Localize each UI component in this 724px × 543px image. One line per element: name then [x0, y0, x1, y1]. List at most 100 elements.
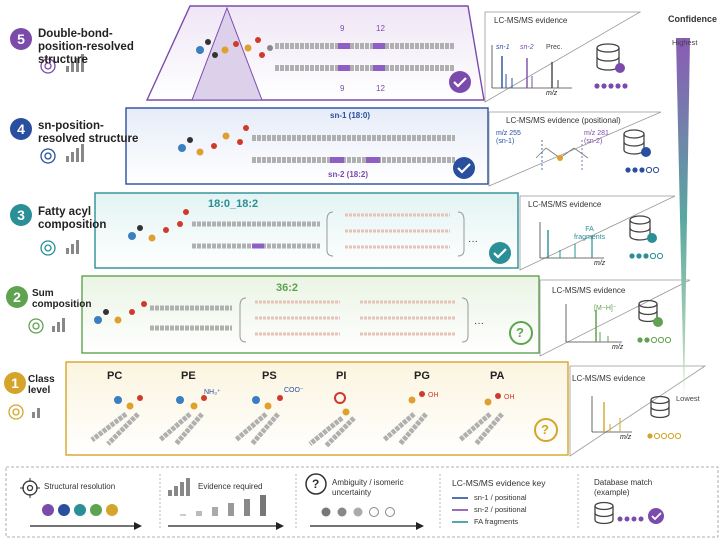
level-4-mz1: m/z 255(sn-1) — [496, 130, 521, 145]
level-2-resolution-icon — [28, 318, 44, 334]
confidence-highest: Highest — [672, 38, 698, 47]
level-1-badge: 1 — [4, 372, 26, 394]
level-4-sn1-label: sn-1 (18:0) — [330, 111, 371, 120]
pa-tag: OH — [504, 394, 515, 401]
legend-key-fa: FA fragments — [474, 517, 519, 526]
level-3-match-dots — [629, 252, 664, 260]
level-2-question-text: ? — [516, 325, 524, 340]
level-4-mz2: m/z 281(sn-2) — [584, 130, 609, 145]
level-4-title: sn-position-resolved structure — [38, 120, 139, 145]
level-4-band — [125, 107, 489, 185]
level-2-axis-label: m/z — [612, 344, 624, 351]
level-3-composition: 18:0_18:2 — [208, 198, 259, 210]
level-1-class-molecules — [90, 391, 504, 448]
legend-resolution-arrow — [30, 522, 142, 530]
pe-tag: NH₃⁺ — [204, 389, 221, 396]
level-5-evidence-bars — [66, 54, 84, 72]
level-1-evidence-title: LC-MS/MS evidence — [572, 374, 646, 383]
legend-question-text: ? — [312, 477, 320, 491]
level-4-molecule — [178, 125, 455, 163]
level-3-check-icon — [489, 242, 511, 264]
level-2-spectrum — [565, 304, 622, 343]
level-1-question-icon — [534, 418, 558, 442]
level-5-peak-sn1: sn-1 — [496, 44, 510, 51]
level-3-database-icon — [629, 215, 657, 243]
level-2-evidence-bars — [52, 318, 65, 332]
level-4-evidence-bars — [66, 144, 84, 162]
legend-crosshair-icon — [20, 478, 40, 498]
level-1-match-dots — [647, 432, 682, 440]
level-5-evidence-title: LC-MS/MS evidence — [494, 16, 568, 25]
level-2-evidence-title: LC-MS/MS evidence — [552, 286, 626, 295]
level-1-axis-label: m/z — [620, 434, 632, 441]
level-5-apex — [191, 6, 263, 101]
legend-resolution-dots — [42, 504, 118, 516]
level-4-structure-sketch — [535, 140, 589, 172]
level-4-database-icon — [623, 129, 651, 157]
class-pi: PI — [336, 370, 347, 382]
level-4-evidence-title: LC-MS/MS evidence (positional) — [506, 116, 621, 125]
legend-box — [5, 466, 719, 538]
level-3-evidence-title: LC-MS/MS evidence — [528, 200, 602, 209]
legend-database-icon — [594, 501, 614, 525]
class-pg: PG — [414, 370, 430, 382]
level-3-resolution-icon — [40, 240, 56, 256]
level-5-axis-label: m/z — [546, 90, 558, 97]
level-3-badge: 3 — [10, 204, 32, 226]
level-3-axis-label: m/z — [594, 260, 606, 267]
level-1-resolution-icon — [8, 404, 24, 420]
level-5-check-icon — [449, 71, 471, 93]
level-4-badge: 4 — [10, 118, 32, 140]
level-3-evidence-bars — [66, 240, 79, 254]
level-5-peak-prec: Prec. — [546, 44, 563, 51]
level-3-spectrum — [539, 222, 604, 259]
level-2-ion: [M−H]⁻ — [594, 305, 617, 312]
level-3-molecule — [128, 209, 465, 257]
legend-evidence-bars — [168, 478, 190, 496]
legend-database-dots — [617, 516, 644, 522]
level-2-database-icon — [638, 299, 663, 327]
level-1-evidence-bars — [32, 408, 40, 418]
level-5-db-label-top-2: 12 — [376, 24, 385, 33]
level-1-question-text: ? — [541, 422, 549, 437]
level-5-spectrum — [491, 45, 572, 89]
class-pc: PC — [107, 370, 123, 382]
confidence-wedge — [676, 38, 690, 398]
legend-structural-resolution: Structural resolution — [44, 482, 116, 491]
level-4-check-icon — [453, 157, 475, 179]
class-ps: PS — [262, 370, 277, 382]
level-5-db-label-bottom: 9 — [340, 84, 345, 93]
confidence-title: Confidence — [668, 14, 718, 24]
level-4-match-dots — [625, 166, 660, 174]
level-4-resolution-icon — [40, 148, 56, 164]
pg-tag: OH — [428, 392, 439, 399]
level-1-spectrum — [591, 396, 632, 433]
level-4-sn2-label: sn-2 (18:2) — [328, 170, 369, 179]
level-5-db-label-bottom-2: 12 — [376, 84, 385, 93]
level-5-badge: 5 — [10, 28, 32, 50]
level-3-ellipsis: ··· — [468, 236, 478, 247]
confidence-lowest: Lowest — [676, 394, 700, 403]
level-2-composition: 36:2 — [276, 282, 299, 294]
ps-tag: COO⁻ — [284, 387, 304, 394]
class-pa: PA — [490, 370, 505, 382]
level-2-molecule — [94, 297, 469, 343]
level-2-badge: 2 — [6, 286, 28, 308]
level-5-database-icon — [596, 43, 625, 73]
legend-key-title: LC-MS/MS evidence key — [452, 478, 546, 488]
level-5-peak-sn2: sn-2 — [520, 44, 534, 51]
level-2-band — [81, 275, 540, 354]
legend-question-icon — [305, 473, 327, 495]
level-1-database-icon — [650, 395, 670, 419]
legend-evidence-required: Evidence required — [198, 482, 263, 491]
class-pe: PE — [181, 370, 196, 382]
legend-evidence-ramp — [180, 495, 266, 516]
level-2-ellipsis: ··· — [474, 318, 484, 329]
